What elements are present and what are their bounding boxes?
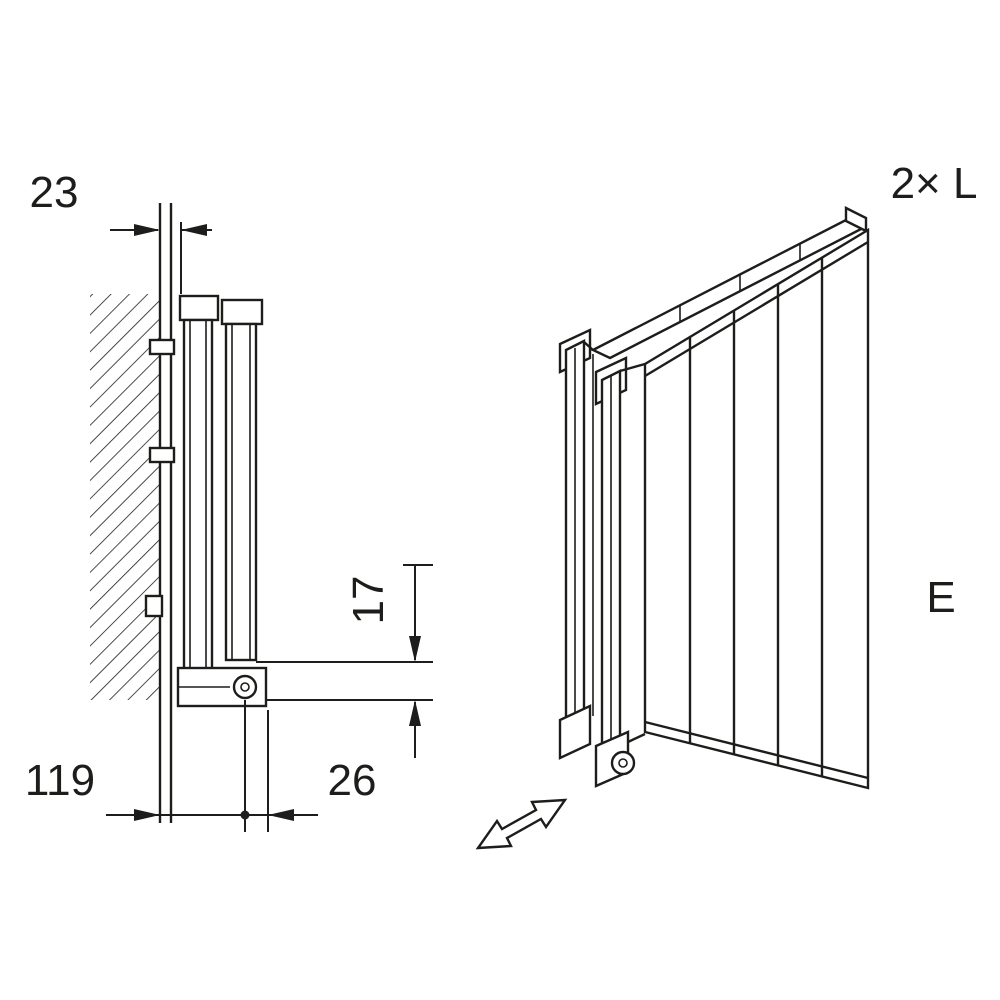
wall-lines: [158, 203, 173, 823]
iso-back-panel-side: [558, 328, 594, 760]
dim-23-label: 23: [30, 168, 79, 217]
side-view: [90, 203, 268, 823]
dimension-26: 26: [267, 710, 377, 832]
dimension-17: 17: [256, 564, 433, 758]
iso-slats: [688, 258, 824, 776]
dim-26-label: 26: [328, 756, 377, 805]
radiator-front-panel: [220, 298, 264, 662]
dim-119-label: 119: [25, 756, 95, 805]
connection-label: E: [926, 573, 955, 622]
iso-front-face: [619, 227, 870, 790]
iso-view: [558, 206, 870, 790]
dimension-23: 23: [30, 168, 212, 294]
iso-front-panel-side: [594, 356, 636, 788]
variant-label: 2× L: [891, 159, 978, 208]
direction-double-arrow-icon: [475, 798, 568, 850]
wall-hatch: [90, 294, 160, 700]
mounting-brackets: [144, 338, 176, 618]
radiator-back-panel: [178, 294, 220, 700]
iso-back-panel-top: [590, 206, 868, 360]
dimension-119: 119: [25, 700, 318, 832]
dim-17-label: 17: [344, 576, 393, 625]
bottom-header: [176, 666, 268, 708]
